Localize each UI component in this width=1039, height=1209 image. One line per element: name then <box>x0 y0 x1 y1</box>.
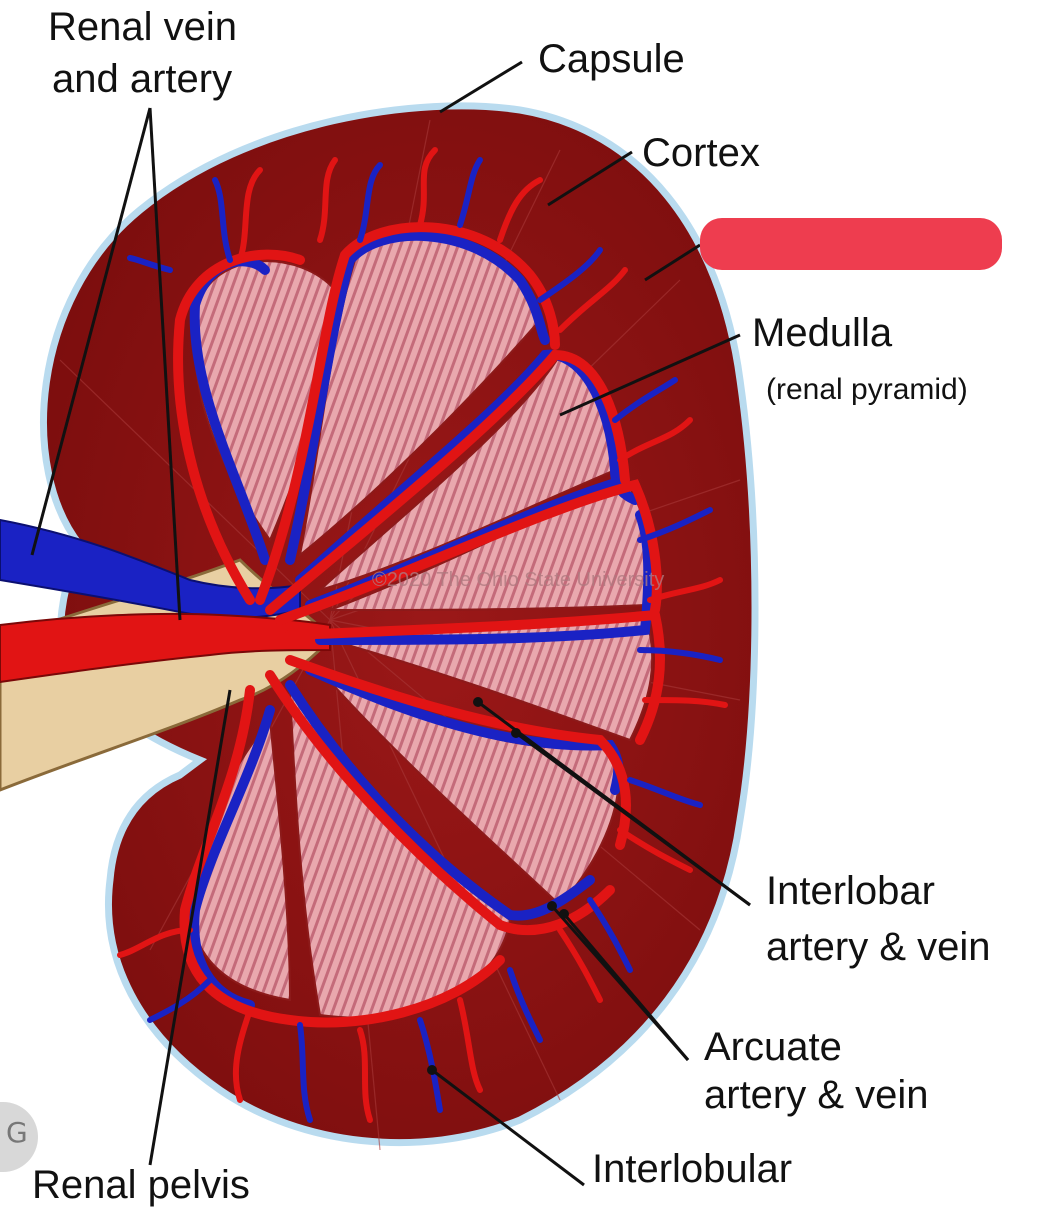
label-interlobar-2: artery & vein <box>766 925 991 969</box>
label-arcuate-2: artery & vein <box>704 1073 929 1117</box>
redacted-label <box>700 218 1002 270</box>
renal-artery <box>0 612 331 684</box>
label-medulla: Medulla <box>752 311 893 355</box>
label-cortex: Cortex <box>642 131 760 175</box>
label-interlobar-1: Interlobar <box>766 869 935 913</box>
label-capsule: Capsule <box>538 37 685 81</box>
leader-dots <box>427 697 569 1075</box>
label-renal-vein-artery-2: and artery <box>52 57 233 101</box>
label-renal-pelvis: Renal pelvis <box>32 1163 250 1207</box>
label-interlobular: Interlobular <box>592 1147 793 1191</box>
label-renal-vein-artery-1: Renal vein <box>48 5 238 49</box>
leader-lines <box>30 60 751 1187</box>
interlobular-vessels <box>117 147 728 1123</box>
label-arcuate-1: Arcuate <box>704 1025 842 1069</box>
label-medulla-sub: (renal pyramid) <box>766 373 968 406</box>
watermark-text: ©2020 The Ohio State University <box>372 569 664 591</box>
veins <box>189 230 654 1010</box>
